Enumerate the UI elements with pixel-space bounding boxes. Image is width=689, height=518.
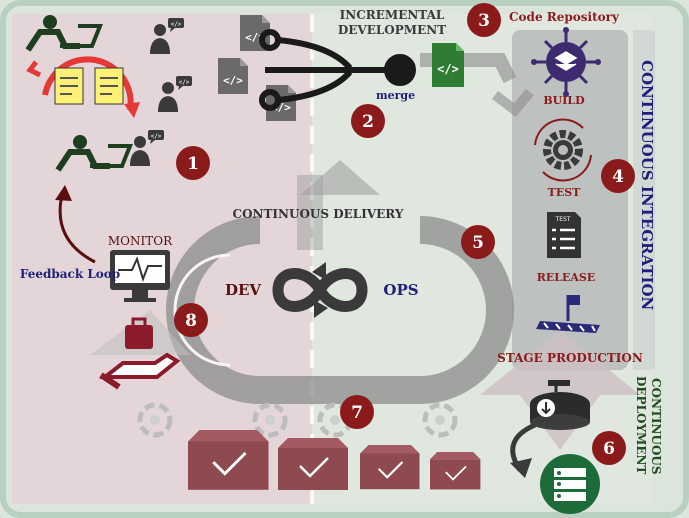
svg-text:1: 1 <box>187 154 199 174</box>
svg-text:6: 6 <box>603 439 615 459</box>
svg-text:8: 8 <box>185 311 197 331</box>
developer-cycle <box>25 15 140 172</box>
continuous-delivery-label: CONTINUOUS DELIVERY <box>233 207 404 221</box>
code-repository-label: Code Repository <box>509 10 620 24</box>
release-label: RELEASE <box>537 271 596 284</box>
note-icon <box>54 67 84 105</box>
step-badge-4 <box>601 159 635 193</box>
hand-bag-icon <box>99 317 181 390</box>
git-merge-icon <box>259 29 416 111</box>
box-icon <box>186 428 270 492</box>
code-repo-icon: </> <box>432 43 464 87</box>
continuous-integration-label: CONTINUOUS INTEGRATION <box>638 60 656 311</box>
svg-text:</>: </> <box>437 62 459 76</box>
continuous-label: CONTINUOUS <box>649 378 663 475</box>
deployment-label: DEPLOYMENT <box>634 376 648 474</box>
code-file-icon <box>218 58 248 94</box>
step-badge-7 <box>340 395 374 429</box>
svg-text:TEST: TEST <box>555 216 571 223</box>
infinity-icon <box>272 262 368 318</box>
ci-panel <box>512 30 628 370</box>
test-label: TEST <box>548 186 582 199</box>
step-badge-1 <box>176 146 210 180</box>
monitor-label: MONITOR <box>108 234 173 248</box>
box-icon <box>358 443 421 491</box>
ops-label: OPS <box>383 281 418 299</box>
continuous-delivery-loop <box>166 160 514 404</box>
svg-text:4: 4 <box>612 167 624 187</box>
test-gear-icon <box>534 118 592 182</box>
release-doc-icon: TEST <box>547 212 581 258</box>
build-icon <box>531 27 601 97</box>
box-icon <box>276 436 350 492</box>
step-badge-6 <box>592 431 626 465</box>
stage-server-icon <box>530 380 590 430</box>
step-badge-2 <box>351 104 385 138</box>
stage-production-label: STAGE PRODUCTION <box>497 351 643 365</box>
monitor-icon <box>110 250 170 302</box>
deploy-server-icon <box>540 454 600 514</box>
svg-text:2: 2 <box>362 112 374 132</box>
developer-icon <box>55 135 133 172</box>
step-badge-5 <box>461 225 495 259</box>
build-label: BUILD <box>543 94 585 107</box>
step-badge-8 <box>174 303 208 337</box>
svg-text:3: 3 <box>478 11 490 31</box>
svg-text:7: 7 <box>351 403 363 423</box>
feedback-loop-label: Feedback Loop <box>20 267 120 281</box>
incremental-label: INCREMENTAL <box>340 8 445 22</box>
dev-label: DEV <box>225 281 261 299</box>
svg-text:5: 5 <box>472 233 484 253</box>
box-icon <box>429 451 482 491</box>
merge-label: merge <box>376 89 415 102</box>
feedback-arrow <box>58 194 96 264</box>
development-label: DEVELOPMENT <box>338 23 446 37</box>
developer-icon <box>25 15 103 52</box>
step-badge-3 <box>467 3 501 37</box>
stage-flag-icon <box>536 295 600 333</box>
